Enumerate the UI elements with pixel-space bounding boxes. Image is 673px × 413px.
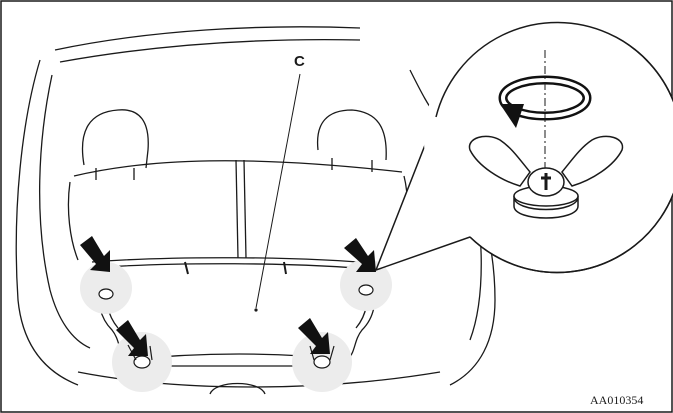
- nut-top-right: [359, 285, 373, 295]
- callout-dot: [254, 308, 257, 311]
- nut-top-left: [99, 289, 113, 299]
- figure-code: AA010354: [590, 393, 643, 407]
- nut-bottom-left: [134, 356, 150, 368]
- nut-bottom-right: [314, 356, 330, 368]
- callout-label: C: [294, 53, 305, 70]
